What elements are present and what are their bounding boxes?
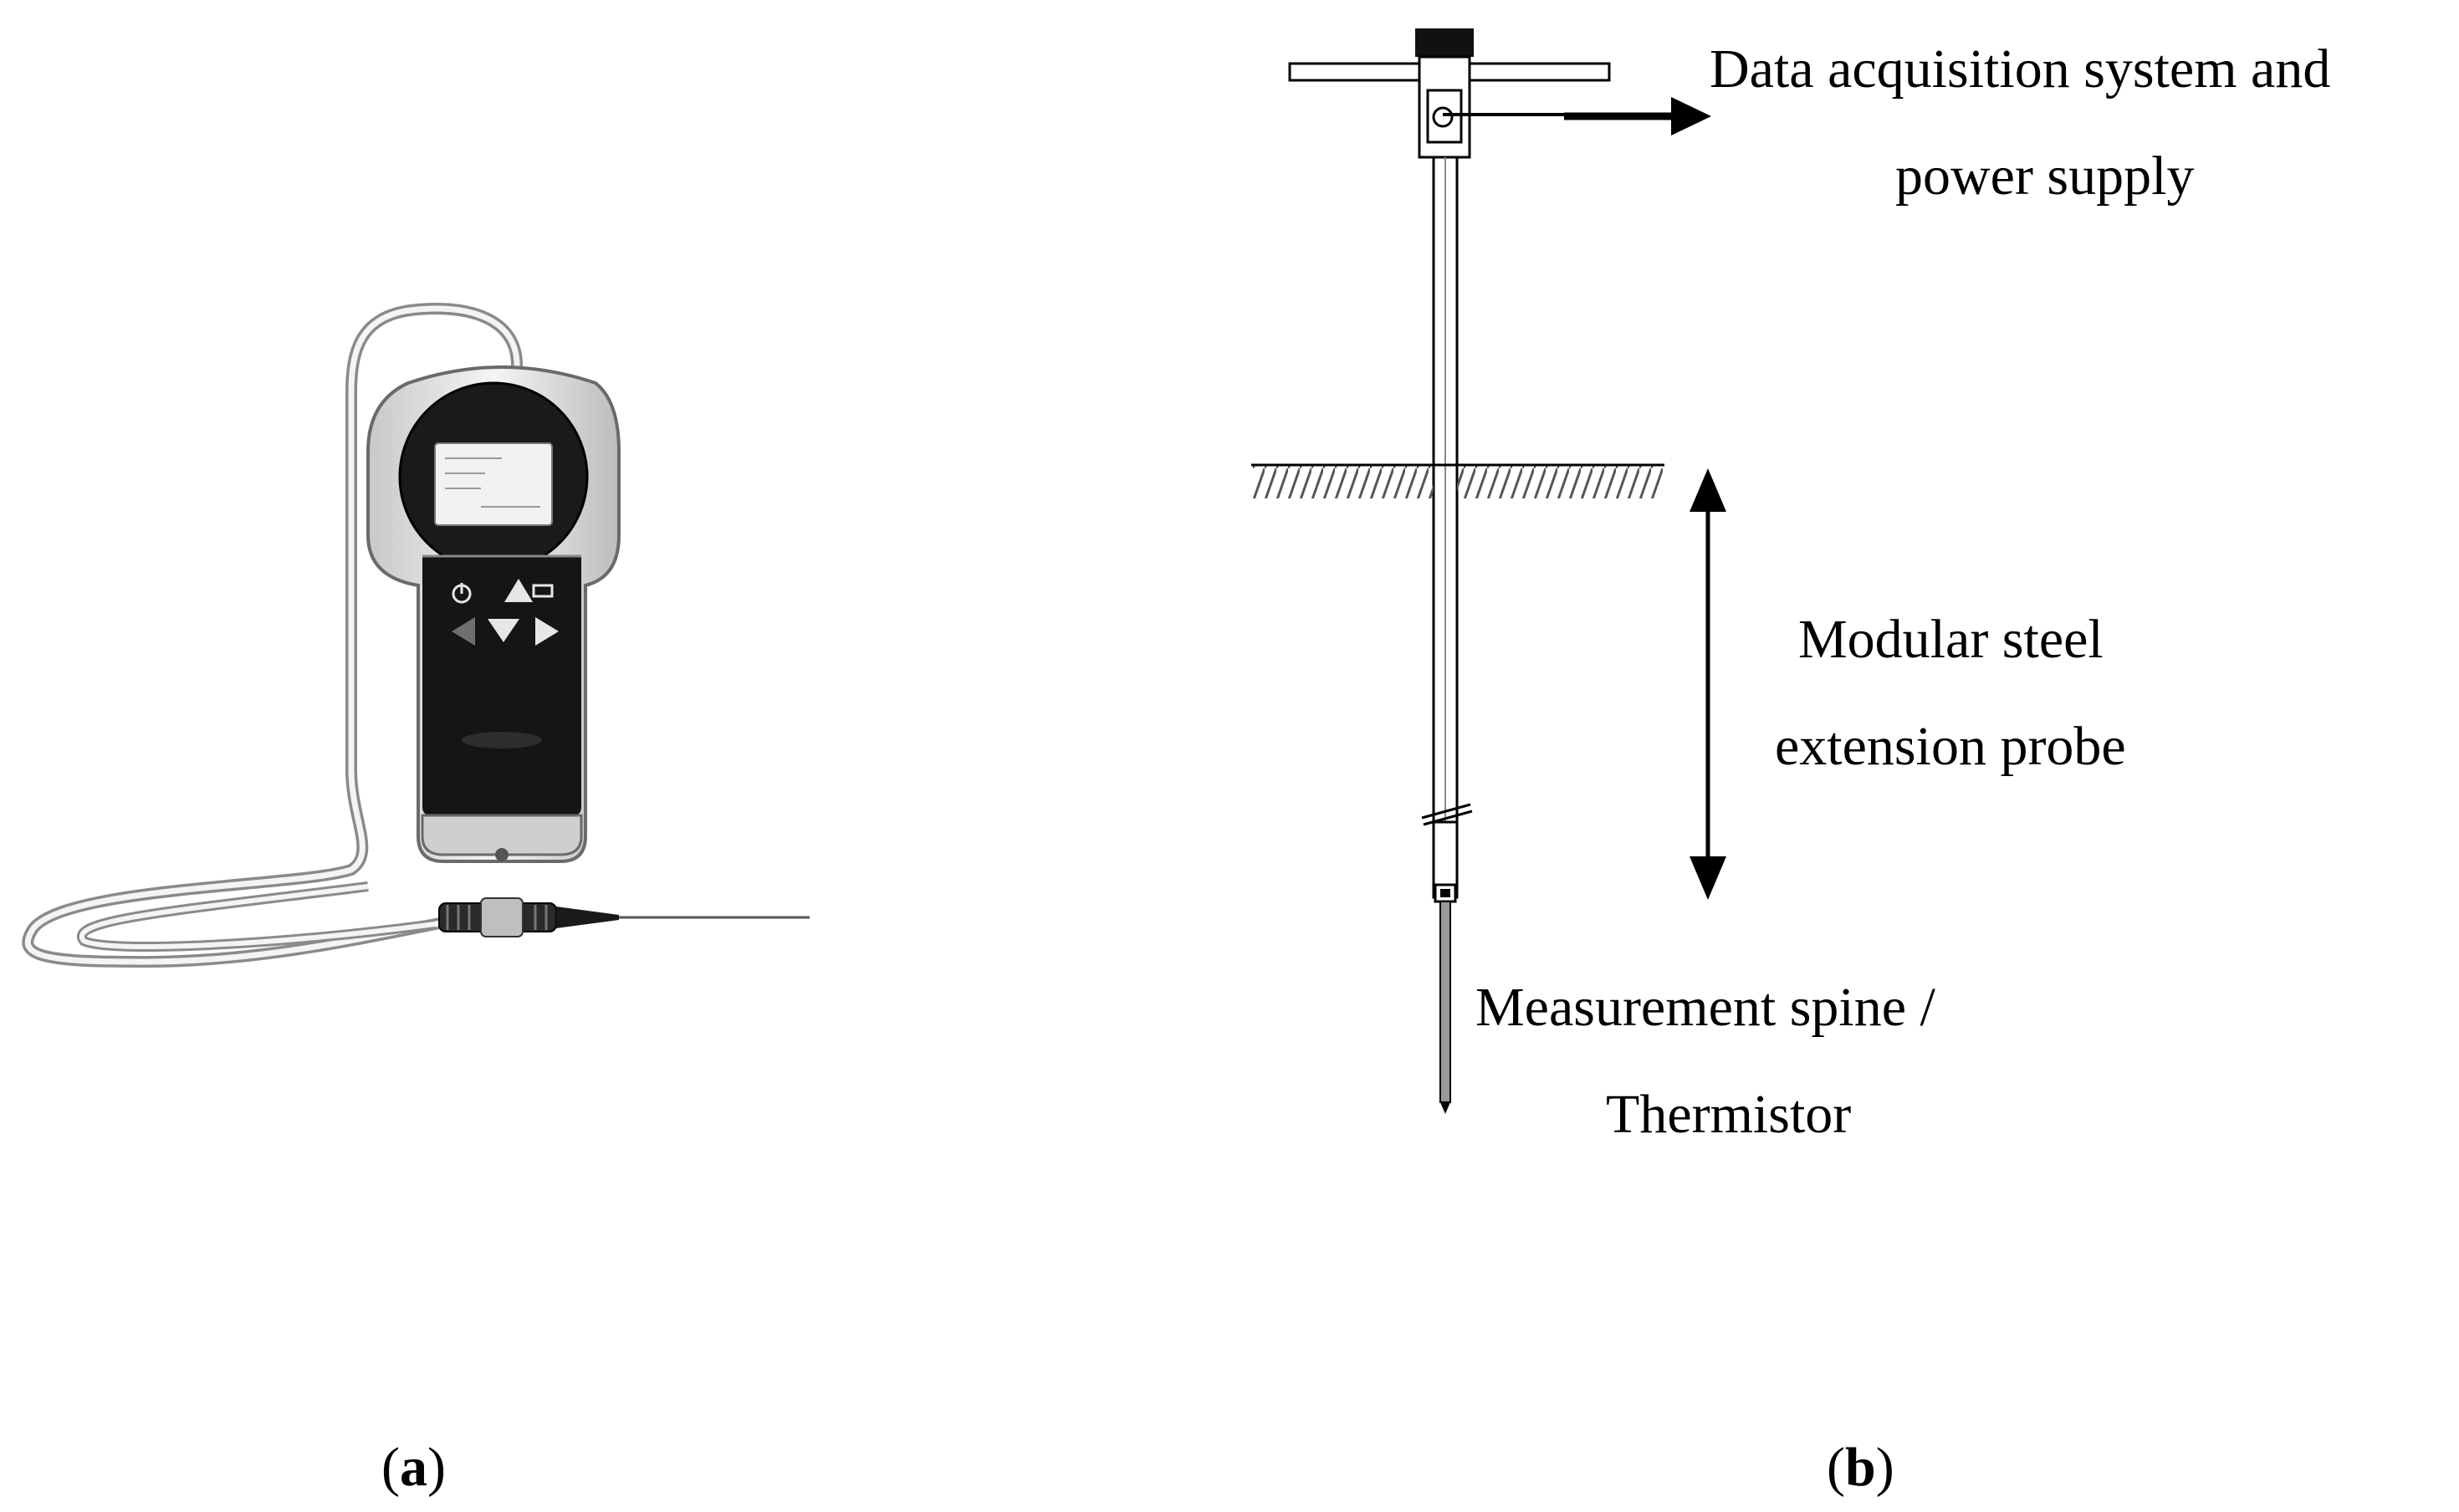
daq-label-line1: Data acquisition system and <box>1710 38 2331 100</box>
ground-hatch-left <box>1253 465 1434 498</box>
ground-hatch-right <box>1457 465 1663 498</box>
modular-joint <box>1421 803 1473 826</box>
handheld-meter-icon <box>22 303 810 968</box>
arrow-left-icon <box>452 617 475 646</box>
caption-b-close: ) <box>1875 1437 1894 1498</box>
caption-a-letter: a <box>399 1437 427 1498</box>
caption-b-letter: b <box>1844 1437 1876 1498</box>
caption-a: (a) <box>381 1440 446 1495</box>
probe-label-line2: extension probe <box>1775 716 2126 777</box>
arrow-down-icon <box>488 619 519 642</box>
probe-schematic <box>1251 28 1726 1114</box>
arrow-up-icon <box>504 579 533 602</box>
menu-icon <box>532 584 554 598</box>
caption-a-open: ( <box>381 1437 400 1498</box>
measurement-spine <box>1439 901 1451 1103</box>
connector-socket <box>1432 106 1454 128</box>
spine-label-line2: Thermistor <box>1606 1084 1852 1145</box>
power-icon <box>452 583 472 604</box>
spine-label-line1: Measurement spine / <box>1475 977 1935 1038</box>
connector-cap <box>1415 28 1474 57</box>
probe-label-line1: Modular steel <box>1798 609 2104 670</box>
probe-length-arrow-bottom <box>1690 856 1726 900</box>
daq-label-line2: power supply <box>1895 146 2195 207</box>
caption-a-close: ) <box>427 1437 446 1498</box>
device-screen <box>434 442 553 526</box>
probe-length-arrow-top <box>1690 468 1726 512</box>
daq-arrowhead <box>1671 97 1711 135</box>
caption-b-open: ( <box>1827 1437 1845 1498</box>
caption-b: (b) <box>1827 1440 1894 1495</box>
arrow-right-icon <box>535 617 559 646</box>
